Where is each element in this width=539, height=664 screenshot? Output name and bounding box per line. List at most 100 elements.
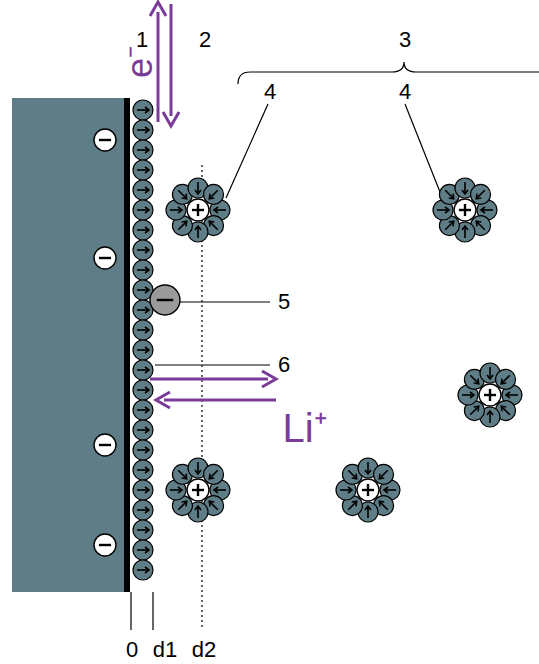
water-molecule (133, 400, 153, 420)
dipole-arrow-head (365, 506, 371, 510)
dipole-arrow (348, 470, 356, 478)
dipole-arrow-head (384, 487, 388, 493)
callout-number: 6 (278, 354, 290, 376)
dipole-arrow-head (195, 506, 201, 510)
water-molecule (133, 540, 153, 560)
dipole-arrow-head (445, 207, 449, 213)
water-molecule (496, 369, 516, 389)
dipole-arrow-head (476, 221, 481, 226)
dipole-arrow-head (352, 501, 357, 506)
dipole-arrow (178, 470, 186, 478)
water-molecule (133, 380, 153, 400)
dipole-arrow-head (145, 407, 149, 413)
water-molecule (133, 100, 153, 120)
dipole-arrow-head (145, 167, 149, 173)
dipole-arrow-head (182, 474, 187, 479)
dipole-arrow-head (145, 467, 149, 473)
dipole-arrow-head (145, 527, 149, 533)
dipole-arrow-head (449, 221, 454, 226)
water-molecule (374, 464, 394, 484)
bracket (238, 62, 539, 84)
dipole-arrow (178, 221, 186, 229)
dipole-arrow-head (145, 547, 149, 553)
water-molecule (133, 480, 153, 500)
dipole-arrow-head (145, 327, 149, 333)
dipole-arrow-head (462, 190, 468, 194)
dipole-arrow-head (476, 194, 481, 199)
dipole-arrow-head (145, 447, 149, 453)
dipole-arrow-head (209, 501, 214, 506)
distance-label: 0 (126, 639, 138, 661)
dipole-arrow-head (474, 379, 479, 384)
dipole-arrow-head (365, 470, 371, 474)
distance-label: d1 (153, 639, 177, 661)
dipole-arrow-head (195, 226, 201, 230)
dipole-arrow (470, 406, 478, 414)
water-molecule (133, 520, 153, 540)
leader-line (226, 104, 268, 198)
dipole-arrow-head (145, 187, 149, 193)
dipole-arrow (209, 470, 217, 478)
dipole-arrow-head (145, 207, 149, 213)
water-molecule (133, 260, 153, 280)
dipole-arrow (379, 470, 387, 478)
charge-sign (367, 484, 369, 496)
dipole-arrow-head (182, 501, 187, 506)
dipole-arrow-head (501, 406, 506, 411)
dipole-arrow-head (209, 194, 214, 199)
dipole-arrow (445, 221, 453, 229)
transfer-arrows (150, 2, 276, 408)
dipole-arrow-head (182, 221, 187, 226)
dipole-arrow-head (145, 367, 149, 373)
cation (479, 384, 501, 406)
dipole-arrow-head (470, 392, 474, 398)
dipole-arrow-head (145, 487, 149, 493)
dipole-arrow-head (474, 406, 479, 411)
dipole-arrow (209, 190, 217, 198)
dipole-arrow-head (462, 226, 468, 230)
dipole-arrow (209, 221, 217, 229)
dipole-arrow (348, 501, 356, 509)
dipole-arrow (178, 190, 186, 198)
ion-label: Li⁺ (282, 408, 327, 448)
dipole-arrow (445, 190, 453, 198)
dipole-arrow-head (145, 567, 149, 573)
anion (94, 247, 116, 269)
dipole-arrow-head (145, 267, 149, 273)
callout-number: 4 (264, 81, 276, 103)
dipole-arrow (501, 406, 509, 414)
water-molecule (204, 464, 224, 484)
water-molecule (133, 220, 153, 240)
water-molecule (133, 140, 153, 160)
water-molecule (133, 440, 153, 460)
charge-sign (99, 444, 111, 446)
dipole-arrow-head (145, 247, 149, 253)
water-molecule (133, 360, 153, 380)
callout-number: 2 (199, 29, 211, 51)
water-molecule (133, 500, 153, 520)
dipole-arrow-head (449, 194, 454, 199)
dipole-arrow-head (214, 207, 218, 213)
dipole-arrow-head (145, 127, 149, 133)
electrode-surface (124, 98, 130, 592)
tick-line (130, 592, 131, 630)
charge-sign (197, 204, 199, 216)
dipole-arrow (379, 501, 387, 509)
tick-line (152, 592, 153, 630)
water-molecule (133, 180, 153, 200)
dipole-arrow-head (145, 507, 149, 513)
dipole-arrow-head (145, 147, 149, 153)
dipole-arrow-head (506, 392, 510, 398)
distance-label: d2 (192, 639, 216, 661)
dipole-arrow-head (145, 347, 149, 353)
dipole-arrow (470, 375, 478, 383)
dipole-arrow-head (145, 427, 149, 433)
dipole-arrow-head (209, 474, 214, 479)
water-molecule (133, 460, 153, 480)
water-molecule (133, 160, 153, 180)
dipole-arrow (178, 501, 186, 509)
dipole-arrow-head (145, 227, 149, 233)
leader-line (405, 104, 440, 192)
dipole-arrow-head (145, 387, 149, 393)
dipole-arrow (209, 501, 217, 509)
